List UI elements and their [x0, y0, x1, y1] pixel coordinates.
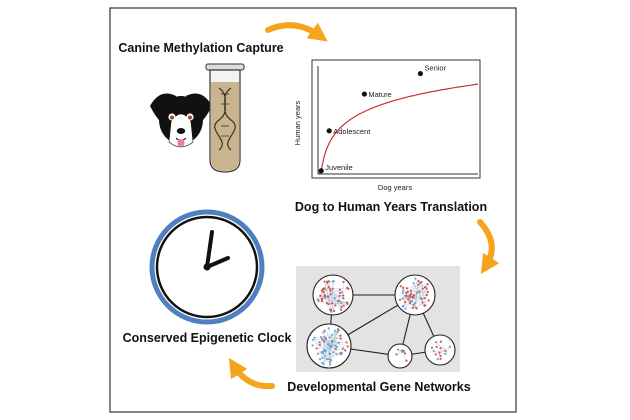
network-hub-1: [312, 274, 354, 316]
network-hub-4: [387, 343, 413, 369]
chart-frame: [311, 59, 481, 179]
arrow-capture-to-translation: [265, 22, 328, 42]
translation-title: Dog to Human Years Translation: [295, 200, 487, 214]
clock-hour-hand: [205, 256, 230, 269]
translation-curve: [318, 83, 479, 175]
network-hub-5: [424, 334, 456, 366]
clock-minute-hand: [205, 230, 214, 269]
point-label-mature: Mature: [368, 90, 391, 99]
dog-face-icon: [150, 93, 212, 148]
x-axis-label: Dog years: [378, 183, 412, 192]
point-label-juvenile: Juvenile: [325, 163, 353, 172]
arrow-networks-to-clock: [228, 357, 275, 390]
gene-network-panel: [296, 266, 460, 372]
point-label-adolescent: Adolescent: [333, 127, 371, 136]
y-axis-label: Human years: [293, 100, 302, 145]
point-mature: [361, 91, 367, 97]
point-adolescent: [326, 128, 332, 134]
network-hub-3: [306, 323, 352, 369]
clock-title: Conserved Epigenetic Clock: [123, 331, 292, 345]
point-label-senior: Senior: [424, 64, 446, 73]
dog-human-years-chart: Juvenile Adolescent Mature Senior Dog years…: [293, 59, 481, 192]
clock-icon: [149, 209, 265, 325]
capture-title: Canine Methylation Capture: [118, 41, 283, 55]
network-hub-2: [394, 274, 436, 316]
arrow-translation-to-networks: [477, 219, 500, 275]
networks-title: Developmental Gene Networks: [287, 380, 470, 394]
point-senior: [417, 70, 423, 77]
point-juvenile: [318, 168, 324, 174]
test-tube-dna-icon: [205, 63, 245, 173]
